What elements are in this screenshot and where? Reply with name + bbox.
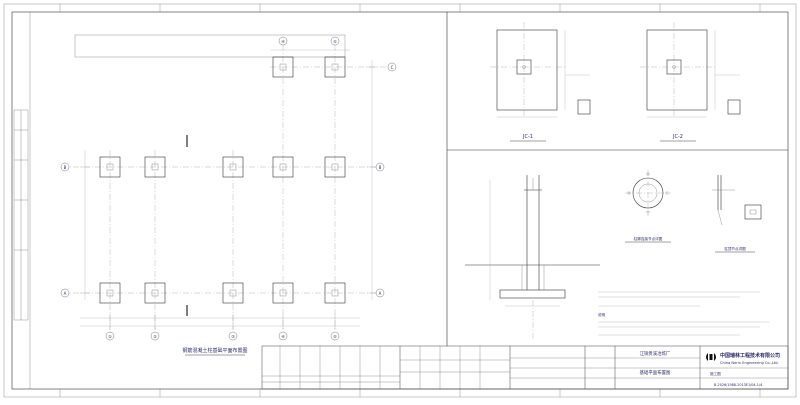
footing xyxy=(272,56,294,78)
axis-bubble: ⑤ xyxy=(330,331,340,341)
footing xyxy=(272,156,294,178)
svg-text:③: ③ xyxy=(231,334,235,339)
footing xyxy=(99,156,121,178)
axis-bubble: ④ xyxy=(278,331,288,341)
notes: 说明 xyxy=(598,291,770,336)
svg-text:B: B xyxy=(379,165,382,170)
revision-margin xyxy=(13,109,29,321)
svg-text:⑤: ⑤ xyxy=(333,39,337,44)
sheet-inner-border xyxy=(11,11,789,390)
section-label: JC-2 xyxy=(672,134,683,140)
axis-bubble: ① xyxy=(105,331,115,341)
footing xyxy=(324,282,346,304)
drawing-name: 基础平面布置图 xyxy=(640,369,671,376)
svg-text:B: B xyxy=(64,165,67,170)
svg-text:②: ② xyxy=(153,334,157,339)
foundation-plan: B A B A C ④ ⑤ ① ② ③ ④ ⑤ 钢筋混凝土柱基础平面布置图 xyxy=(60,34,397,356)
rebar-detail xyxy=(727,99,741,115)
detail-caption: 柱脚连接节点详图 xyxy=(634,236,663,241)
svg-text:④: ④ xyxy=(281,39,285,44)
svg-text:④: ④ xyxy=(281,334,285,339)
notes-heading: 说明 xyxy=(598,312,606,317)
detail-a: 柱脚连接节点详图 xyxy=(625,170,671,243)
plan-title: 钢筋混凝土柱基础平面布置图 xyxy=(182,347,247,354)
footing xyxy=(144,282,166,304)
detail-caption: 柱顶节点详图 xyxy=(724,246,746,251)
title-block: 中国瑞林工程技术有限公司 China Nerin Engineering Co.… xyxy=(261,345,789,390)
svg-text:A: A xyxy=(64,291,67,296)
axis-bubble: ③ xyxy=(228,331,238,341)
svg-text:①: ① xyxy=(108,334,112,339)
axis-bubble: B xyxy=(60,162,70,172)
plan-top-strip xyxy=(74,34,346,58)
sheet-outer-border xyxy=(3,3,797,398)
section-label: JC-1 xyxy=(522,134,533,140)
section-jc-1: JC-1 xyxy=(490,22,591,142)
footing xyxy=(99,282,121,304)
svg-text:A: A xyxy=(379,291,382,296)
plan-dimensions xyxy=(80,49,377,330)
footing xyxy=(324,56,346,78)
project-name: 江铜贵溪冶炼厂 xyxy=(640,350,671,357)
company-name-cn: 中国瑞林工程技术有限公司 xyxy=(720,352,780,359)
footing xyxy=(222,156,244,178)
company-logo xyxy=(706,352,716,362)
axis-bubble: A xyxy=(60,288,70,298)
column-elevation xyxy=(465,175,600,340)
axis-bubble: B xyxy=(375,162,385,172)
rebar-detail xyxy=(577,99,591,115)
drawing-stage: 施工图 xyxy=(710,371,721,376)
svg-text:⑤: ⑤ xyxy=(333,334,337,339)
frame-zone-ticks xyxy=(59,4,761,397)
footing xyxy=(222,282,244,304)
footing xyxy=(272,282,294,304)
axis-bubble: ② xyxy=(150,331,160,341)
axis-bubble: ⑤ xyxy=(330,36,340,46)
axis-bubble: ④ xyxy=(278,36,288,46)
axis-bubble: C xyxy=(387,62,397,72)
drawing-number: B-2026/1988-2013E1/04-1/4 xyxy=(714,383,762,387)
detail-b: 柱顶节点详图 xyxy=(712,175,762,253)
section-jc-2: JC-2 xyxy=(640,22,741,142)
company-name-en: China Nerin Engineering Co.,Ltd. xyxy=(720,361,779,365)
svg-text:C: C xyxy=(391,65,394,70)
footing xyxy=(324,156,346,178)
revision-grid xyxy=(279,346,510,389)
footing xyxy=(144,156,166,178)
axis-bubble: A xyxy=(375,288,385,298)
